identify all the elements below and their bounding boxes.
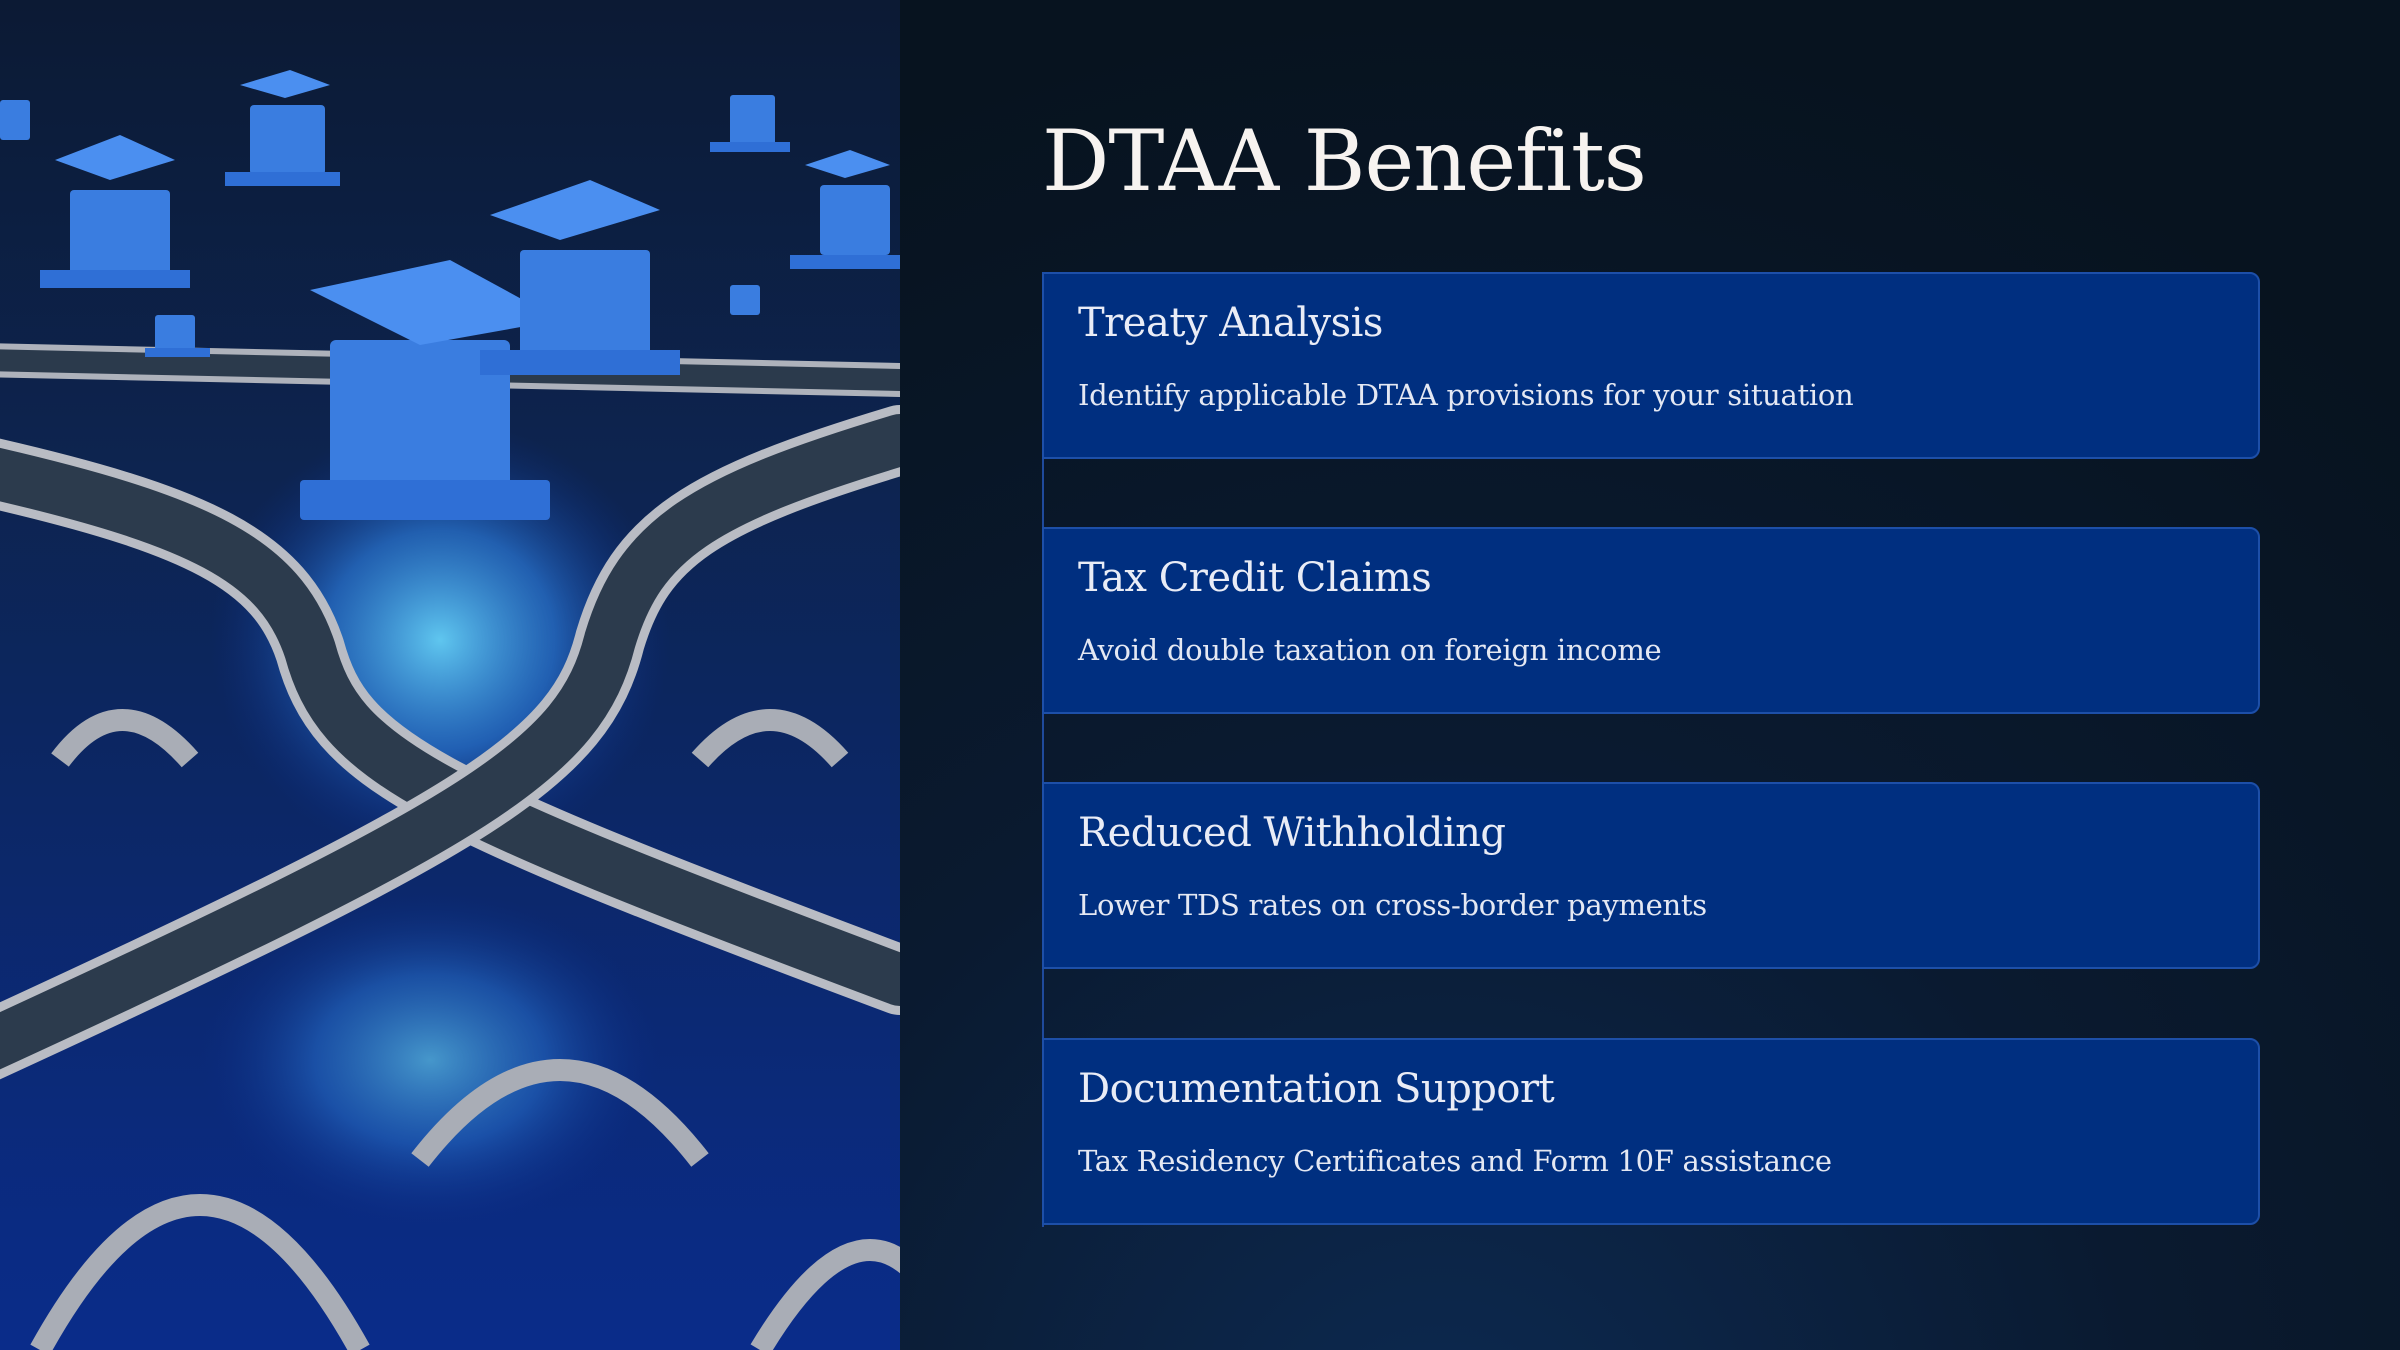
timeline-line — [1042, 272, 1044, 1227]
card-heading: Tax Credit Claims — [1078, 555, 1432, 601]
card-description: Identify applicable DTAA provisions for … — [1078, 378, 1854, 412]
benefit-card-documentation-support: Documentation Support Tax Residency Cert… — [1042, 1038, 2260, 1225]
card-heading: Treaty Analysis — [1078, 300, 1383, 346]
card-description: Lower TDS rates on cross-border payments — [1078, 888, 1707, 922]
benefit-card-treaty-analysis: Treaty Analysis Identify applicable DTAA… — [1042, 272, 2260, 459]
benefit-card-tax-credit-claims: Tax Credit Claims Avoid double taxation … — [1042, 527, 2260, 714]
slide-title: DTAA Benefits — [1042, 112, 1647, 210]
benefit-card-reduced-withholding: Reduced Withholding Lower TDS rates on c… — [1042, 782, 2260, 969]
card-heading: Documentation Support — [1078, 1066, 1555, 1112]
card-description: Tax Residency Certificates and Form 10F … — [1078, 1144, 1832, 1178]
card-heading: Reduced Withholding — [1078, 810, 1506, 856]
hero-illustration — [0, 0, 900, 1350]
bridge-bank-illustration-icon — [0, 0, 900, 1350]
card-description: Avoid double taxation on foreign income — [1078, 633, 1662, 667]
